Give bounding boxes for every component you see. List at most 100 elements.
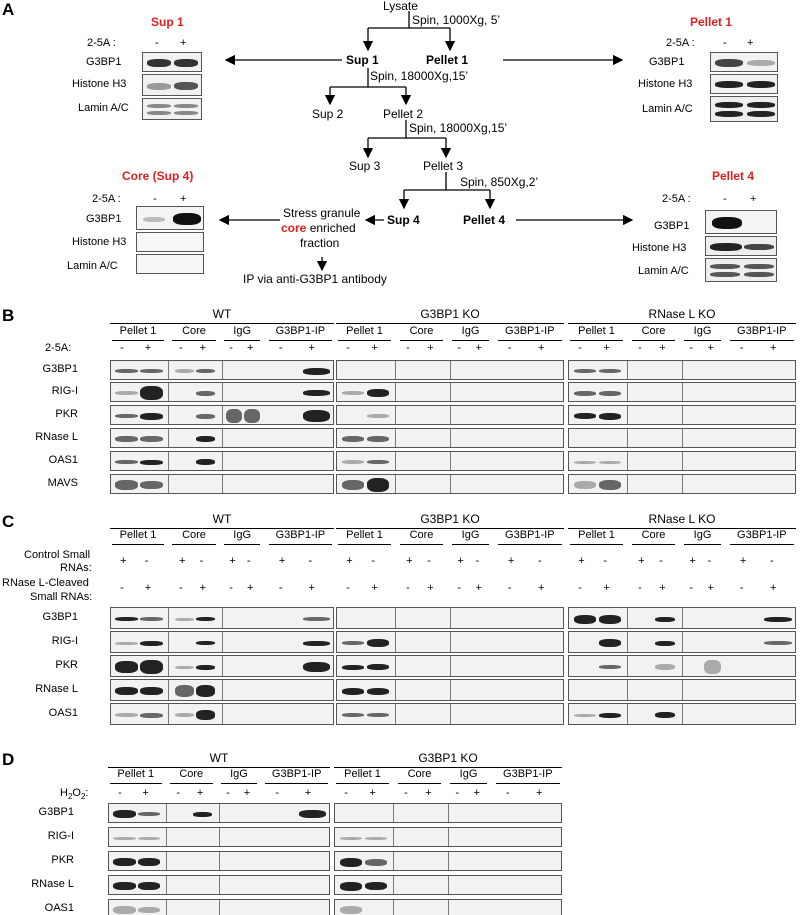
flow-pellet3: Pellet 3	[423, 159, 464, 173]
row-label: G3BP1	[42, 363, 78, 375]
lane-underline	[495, 783, 560, 784]
blot-strip	[568, 382, 796, 402]
blot-band	[704, 660, 721, 674]
blot-strip	[336, 655, 564, 677]
lane-underline	[265, 783, 328, 784]
blot-band	[598, 460, 622, 464]
lane-label: Pellet 1	[119, 325, 157, 337]
lane-sign: -	[144, 555, 149, 567]
lane-separator	[627, 475, 629, 493]
blot-strip	[568, 360, 796, 380]
lane-sign: -	[538, 555, 542, 567]
blot-band	[366, 664, 390, 670]
lane-separator	[221, 383, 223, 401]
lane-separator	[168, 361, 170, 379]
blot-core-treat: 2-5A :	[92, 193, 121, 205]
blot-strip	[136, 232, 204, 252]
blot-band	[195, 664, 215, 670]
blot-strip	[334, 827, 562, 847]
group-title: WT	[212, 512, 232, 526]
lane-sign: -	[117, 787, 122, 799]
blot-strip	[710, 96, 778, 122]
lane-sign: -	[406, 342, 410, 354]
blot-band	[341, 391, 365, 395]
flow-sup2: Sup 2	[312, 107, 344, 121]
blot-band	[341, 480, 365, 490]
lane-sign: +	[538, 342, 545, 354]
blot-band	[299, 810, 326, 818]
lane-label: Core	[182, 529, 206, 541]
lane-sign: -	[457, 582, 462, 594]
blot-band	[195, 369, 215, 373]
lane-separator	[627, 361, 629, 379]
blot-strip	[110, 405, 334, 425]
blot-band	[115, 391, 138, 395]
lane-separator	[395, 680, 397, 700]
blot-band	[195, 413, 215, 419]
blot-strip	[336, 382, 564, 402]
flow-pellet4: Pellet 4	[463, 213, 506, 227]
blot-strip	[568, 631, 796, 653]
blot-band	[137, 812, 161, 816]
blot-strip	[110, 474, 334, 494]
lane-sign: -	[457, 342, 462, 354]
lane-sign: +	[427, 342, 434, 354]
lane-label: G3BP1-IP	[271, 768, 322, 780]
blot-band	[137, 858, 161, 866]
treat-label-c1b: RNAs:	[60, 562, 92, 574]
lane-underline	[221, 783, 257, 784]
lane-sign: -	[246, 555, 251, 567]
lane-sign: -	[278, 342, 283, 354]
lane-underline	[497, 544, 562, 545]
lane-separator	[165, 852, 167, 870]
blot-strip	[336, 360, 564, 380]
flow-pellet2: Pellet 2	[383, 107, 424, 121]
row-label: RIG-I	[51, 635, 78, 647]
blot-band	[764, 616, 792, 622]
lane-label: Pellet 1	[346, 529, 383, 541]
lane-plus: +	[180, 193, 187, 205]
lane-underline	[112, 544, 164, 545]
lane-sign: +	[457, 555, 464, 567]
lane-separator	[221, 608, 223, 628]
blot-strip	[108, 803, 330, 823]
blot-strip	[110, 655, 334, 677]
blot-band	[598, 369, 622, 373]
row-label: PKR	[51, 854, 74, 866]
lane-separator	[395, 452, 397, 470]
lane-underline	[631, 340, 676, 341]
row-label: G3BP1	[86, 56, 122, 68]
lane-sign: +	[770, 342, 777, 354]
lane-separator	[627, 704, 629, 724]
lane-label: IgG	[459, 768, 478, 780]
lane-sign: -	[275, 787, 280, 799]
lane-separator	[168, 429, 170, 447]
blot-band	[115, 641, 138, 645]
blot-band	[243, 409, 261, 423]
lane-sign: +	[308, 582, 315, 594]
blot-band	[137, 836, 161, 840]
group-underline	[334, 767, 562, 768]
treat-label-b: 2-5A:	[45, 342, 72, 354]
lane-sign: +	[475, 582, 482, 594]
lane-sign: -	[178, 582, 183, 594]
blot-band	[366, 436, 390, 442]
flow-ip: IP via anti-G3BP1 antibody	[243, 272, 387, 286]
lane-sign: -	[578, 342, 582, 354]
lane-sign: -	[308, 555, 313, 567]
blot-strip	[136, 206, 204, 230]
lane-underline	[110, 783, 162, 784]
row-label: PKR	[55, 408, 78, 420]
lane-sign: +	[536, 787, 543, 799]
blot-band	[140, 436, 163, 442]
blot-band	[140, 386, 163, 400]
lane-label: Core	[179, 768, 204, 780]
lane-separator	[447, 804, 449, 822]
blot-band	[195, 436, 215, 442]
lane-separator	[393, 804, 395, 822]
lane-sign: -	[770, 555, 774, 567]
lane-label: IgG	[233, 529, 252, 541]
lane-separator	[627, 680, 629, 700]
row-label: OAS1	[44, 902, 74, 914]
blot-band	[364, 858, 388, 866]
